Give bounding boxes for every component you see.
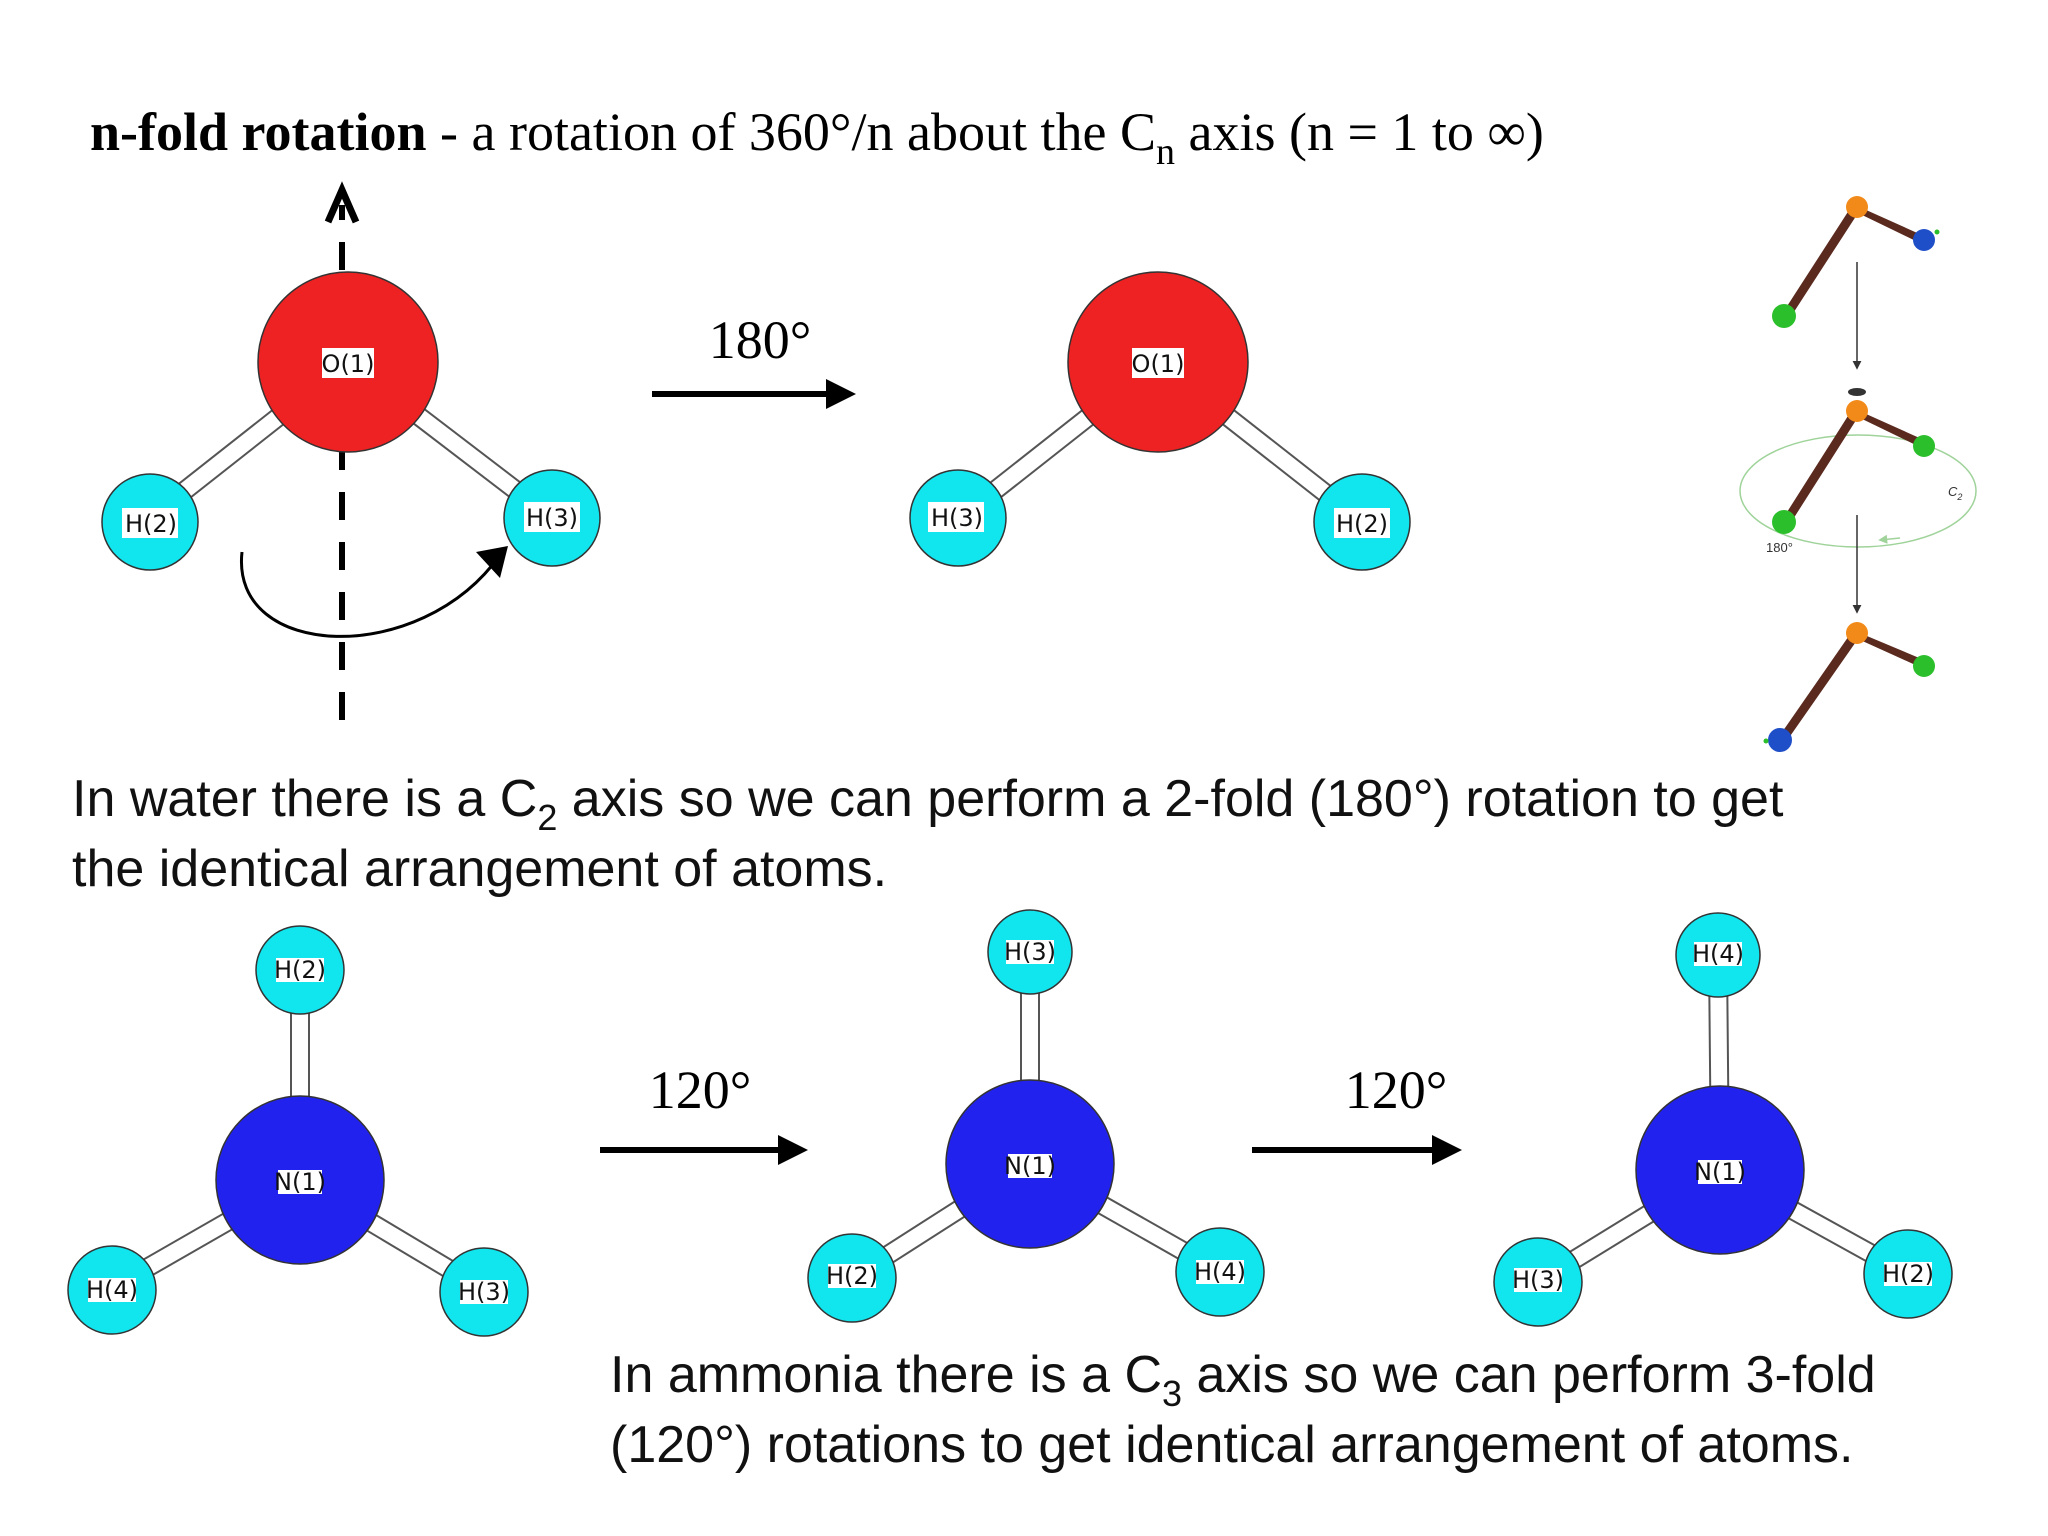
water-rotation-step: 180°: [652, 310, 856, 409]
hydrogen-top-label: H(2): [274, 956, 326, 984]
side-hydrogen-atom: [1772, 510, 1796, 534]
title-definition: - a rotation of 360°/n about the C: [427, 102, 1156, 162]
title-subscript: n: [1156, 131, 1175, 173]
hydrogen-left-label: H(3): [1512, 1266, 1564, 1294]
side-oxygen-atom: [1846, 622, 1868, 644]
hydrogen-top-label: H(4): [1692, 940, 1744, 968]
rotation-angle-120: 120°: [1345, 1060, 1448, 1120]
hydrogen-right-label: H(3): [458, 1278, 510, 1306]
hydrogen-top-label: H(3): [1004, 938, 1056, 966]
ammonia-rotation-step-2: 120°: [1252, 1060, 1462, 1165]
ammonia-caption: In ammonia there is a C3 axis so we can …: [610, 1346, 1876, 1474]
ammonia-state-1: N(1) H(2) H(4) H(3): [67, 925, 529, 1337]
hydrogen-right-label: H(3): [526, 504, 578, 532]
ammonia-caption-line1: In ammonia there is a C3 axis so we can …: [610, 1346, 1876, 1414]
side-molecule-bottom: [1763, 622, 1935, 752]
side-hydrogen-atom: [1772, 304, 1796, 328]
nitrogen-label: N(1): [1004, 1152, 1056, 1180]
side-hydrogen-atom: [1768, 728, 1792, 752]
side-axis-label: C2: [1948, 484, 1962, 502]
side-hydrogen-atom: [1913, 655, 1935, 677]
hydrogen-right-label: H(2): [1882, 1260, 1934, 1288]
side-rotation-circle: [1739, 434, 1977, 548]
oxygen-label: O(1): [322, 350, 375, 378]
side-hydrogen-atom: [1913, 435, 1935, 457]
rotation-arrow-curve: [240, 551, 502, 638]
nitrogen-label: N(1): [274, 1168, 326, 1196]
hydrogen-left-label: H(3): [931, 504, 983, 532]
side-angle-label: 180°: [1766, 540, 1793, 555]
water-caption: In water there is a C2 axis so we can pe…: [72, 770, 1784, 898]
water-caption-line1: In water there is a C2 axis so we can pe…: [72, 770, 1784, 838]
hydrogen-left-label: H(4): [86, 1276, 138, 1304]
page-title: n-fold rotation - a rotation of 360°/n a…: [90, 102, 1544, 173]
side-rotation-illustration: C2 180°: [1739, 196, 1977, 752]
rotation-arrow-head: [476, 546, 508, 578]
title-term: n-fold rotation: [90, 102, 427, 162]
hydrogen-left-label: H(2): [826, 1262, 878, 1290]
water-before: O(1) H(2) H(3): [101, 181, 601, 720]
ammonia-state-2: N(1) H(3) H(2) H(4): [807, 909, 1265, 1323]
hydrogen-left-label: H(2): [125, 510, 177, 538]
nitrogen-label: N(1): [1694, 1158, 1746, 1186]
c2-axis-arrowhead: [324, 181, 360, 224]
water-caption-line2: the identical arrangement of atoms.: [72, 840, 887, 898]
ammonia-state-3: N(1) H(4) H(3) H(2): [1493, 912, 1953, 1327]
water-after: O(1) H(3) H(2): [909, 271, 1411, 571]
hydrogen-right-label: H(4): [1194, 1258, 1246, 1286]
hydrogen-right-label: H(2): [1336, 510, 1388, 538]
oxygen-label: O(1): [1132, 350, 1185, 378]
side-oxygen-atom: [1846, 400, 1868, 422]
side-molecule-top: [1772, 196, 1940, 328]
rotation-angle-180: 180°: [709, 310, 812, 370]
ammonia-rotation-step-1: 120°: [600, 1060, 808, 1165]
rotation-angle-120: 120°: [649, 1060, 752, 1120]
side-oxygen-atom: [1846, 196, 1868, 218]
side-molecule-middle: C2 180°: [1739, 388, 1977, 555]
side-hydrogen-atom: [1913, 229, 1935, 251]
title-tail: axis (n = 1 to ∞): [1175, 102, 1544, 162]
ammonia-caption-line2: (120°) rotations to get identical arrang…: [610, 1416, 1853, 1474]
